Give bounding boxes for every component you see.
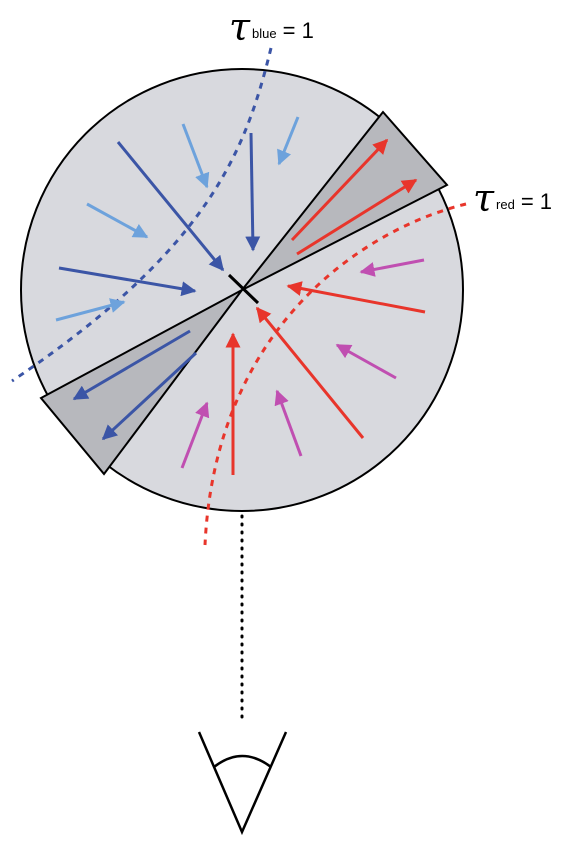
tau-red-subscript: red	[496, 197, 515, 212]
tau-blue-equals: = 1	[283, 18, 314, 43]
light-blue-arrow	[181, 123, 210, 189]
magenta-arrow	[359, 258, 425, 277]
dark-blue-arrow	[58, 266, 197, 297]
magenta-arrow	[274, 389, 303, 457]
light-blue-arrow	[55, 298, 126, 322]
red-arrow	[255, 306, 365, 439]
dark-blue-arrow	[72, 329, 191, 401]
red-arrow	[290, 138, 389, 242]
red-arrow	[286, 281, 426, 314]
dark-blue-arrow	[101, 351, 198, 441]
wedge-upper-right	[241, 110, 449, 291]
dark-blue-arrow	[116, 141, 225, 272]
tau-red-surface	[203, 202, 467, 546]
tau-red-equals: = 1	[521, 189, 552, 214]
tau-blue-symbol: τ	[229, 5, 251, 49]
red-arrow	[296, 178, 418, 256]
tau-blue-subscript: blue	[252, 26, 277, 41]
dark-blue-arrow	[245, 132, 261, 252]
light-blue-arrow	[86, 202, 149, 239]
tau-blue-surface	[11, 47, 273, 383]
tau-red-symbol: τ	[473, 176, 495, 220]
magenta-arrow	[335, 343, 397, 380]
eye-icon	[197, 731, 288, 836]
magenta-arrow	[180, 401, 210, 469]
wedge-lower-left	[39, 289, 243, 476]
center-marker	[227, 273, 260, 305]
light-blue-arrow	[277, 116, 300, 166]
